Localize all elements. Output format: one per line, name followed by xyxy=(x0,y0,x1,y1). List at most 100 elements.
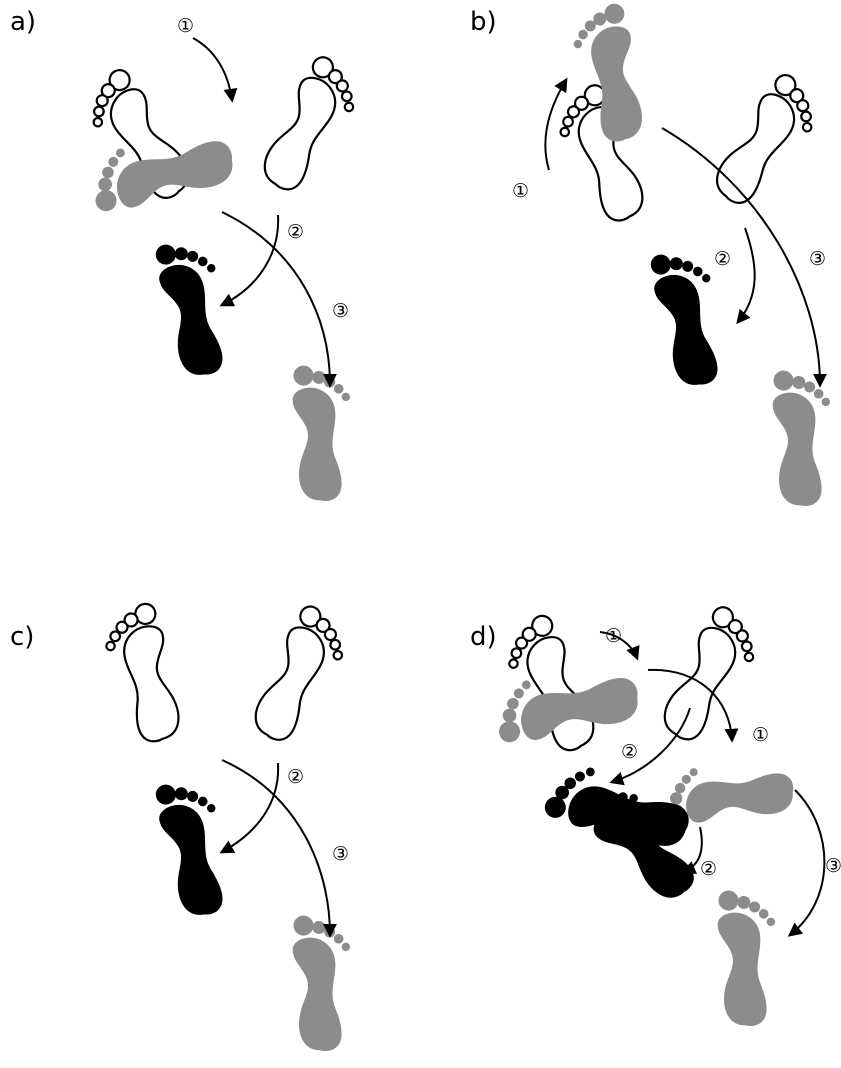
foot-sole xyxy=(121,624,182,744)
toe xyxy=(332,650,343,661)
foot-sole xyxy=(258,72,343,195)
toe xyxy=(153,782,178,807)
toe xyxy=(772,369,795,392)
footprint-step-3 xyxy=(284,910,364,1055)
foot-sole xyxy=(152,798,230,921)
step-arrow xyxy=(545,80,566,170)
foot-sole xyxy=(709,87,803,210)
toe xyxy=(801,122,812,133)
toe xyxy=(758,908,769,919)
step-label-c-2: ② xyxy=(287,766,304,788)
step-label-a-2: ② xyxy=(287,221,304,243)
footprint-step-3 xyxy=(284,360,364,505)
toe xyxy=(92,117,103,128)
toe xyxy=(813,388,824,399)
panel-b: b) ① ② ③ xyxy=(470,2,841,509)
toe xyxy=(792,375,807,390)
footprint-step-2 xyxy=(145,232,246,382)
panel-label-a: a) xyxy=(10,7,36,37)
toe xyxy=(292,914,315,937)
footprints-a xyxy=(77,51,367,504)
step-label-d-3: ③ xyxy=(825,855,841,877)
toe xyxy=(115,147,126,158)
step-arrow xyxy=(738,228,755,322)
foot-sole xyxy=(767,389,828,509)
footprint-start-right xyxy=(709,68,828,218)
footprint-step-1 xyxy=(82,116,239,222)
panel-label-b: b) xyxy=(470,7,497,37)
toe xyxy=(107,156,120,169)
footprint-start-right xyxy=(258,51,367,202)
toe xyxy=(197,255,209,267)
toe xyxy=(206,263,217,274)
toe xyxy=(560,127,570,137)
toe xyxy=(668,256,684,272)
step-label-d-2a: ② xyxy=(621,741,638,763)
toe xyxy=(101,165,116,180)
foot-sole xyxy=(152,258,230,381)
step-label-d-1b: ① xyxy=(752,724,769,746)
toe xyxy=(343,101,354,112)
toe xyxy=(333,383,344,394)
toe xyxy=(312,920,327,935)
toe xyxy=(578,29,588,39)
toe xyxy=(573,40,582,49)
step-label-b-2: ② xyxy=(714,248,731,270)
toe xyxy=(173,246,189,262)
step-label-b-1: ① xyxy=(512,180,529,202)
toe xyxy=(737,895,752,910)
arrows-c xyxy=(222,760,330,935)
panel-d: d) ① ① ② ② ③ xyxy=(470,601,841,1029)
footprint-start-right xyxy=(249,601,354,751)
toe xyxy=(93,187,119,213)
toe xyxy=(506,697,520,711)
toe xyxy=(110,631,121,642)
toe xyxy=(521,679,532,690)
toe xyxy=(341,392,350,401)
foot-sole xyxy=(287,384,348,504)
footprint-step-3 xyxy=(709,885,789,1030)
toe xyxy=(681,259,695,273)
toe xyxy=(508,658,519,669)
toe xyxy=(574,771,586,783)
toe xyxy=(186,789,200,803)
toe xyxy=(206,803,217,814)
step-arrow xyxy=(790,790,824,935)
foot-sole xyxy=(287,934,348,1054)
toe xyxy=(701,273,712,284)
step-arrow xyxy=(193,38,232,100)
step-label-d-1a: ① xyxy=(605,625,622,647)
step-label-d-2b: ② xyxy=(700,858,717,880)
toe xyxy=(689,768,698,777)
panel-label-c: c) xyxy=(10,622,34,652)
toe xyxy=(604,3,626,25)
toe xyxy=(513,687,525,699)
foot-sole xyxy=(712,909,773,1029)
panel-c: c) ② ③ xyxy=(10,601,364,1055)
toe xyxy=(292,364,315,387)
footprints-c xyxy=(101,601,364,1055)
toe xyxy=(153,242,178,267)
toe xyxy=(312,370,327,385)
foot-sole xyxy=(249,622,331,745)
step-label-c-3: ③ xyxy=(332,843,349,865)
toe xyxy=(821,397,830,406)
toe xyxy=(106,641,115,650)
toe xyxy=(186,249,200,263)
footprint-start-right xyxy=(658,601,767,752)
toe xyxy=(562,116,574,128)
foot-sole xyxy=(682,767,797,828)
toe xyxy=(717,889,740,912)
toe xyxy=(692,265,704,277)
toe xyxy=(681,774,692,785)
toe xyxy=(648,252,673,277)
toe xyxy=(97,176,114,193)
footprints-d xyxy=(488,601,798,1029)
toe xyxy=(197,795,209,807)
panel-a: a) ① ② ③ xyxy=(10,7,367,504)
toe xyxy=(173,786,189,802)
toe xyxy=(501,707,518,724)
toe xyxy=(743,651,754,662)
toe xyxy=(341,942,350,951)
